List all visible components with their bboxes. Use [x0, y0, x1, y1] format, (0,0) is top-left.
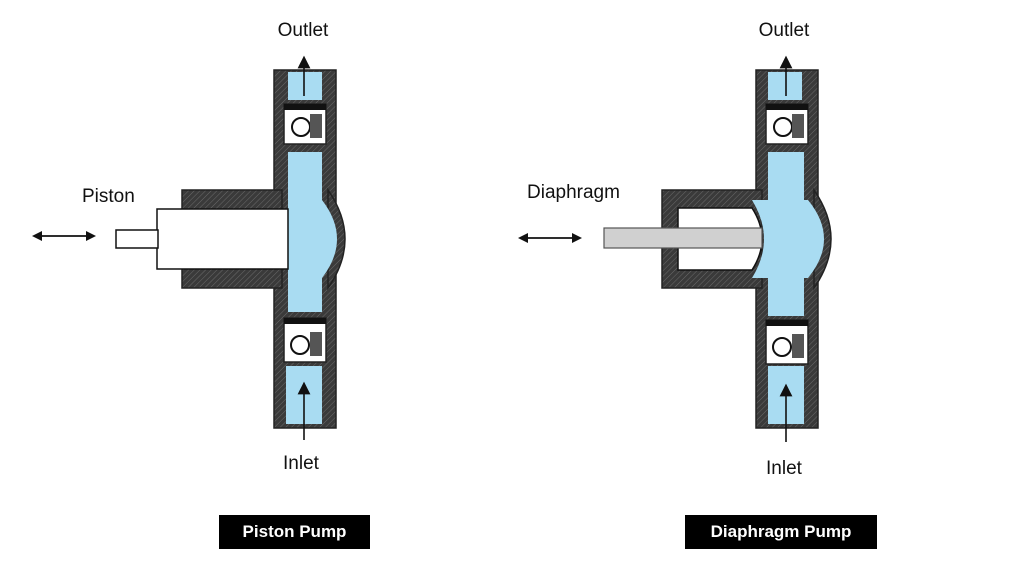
diaphragm-push-rod	[603, 227, 763, 249]
piston-pump-fluid	[286, 72, 337, 424]
piston-inlet-check-valve	[283, 317, 327, 363]
diaphragm-outlet-check-valve	[765, 103, 809, 145]
diaphragm-pump-fluid	[752, 72, 824, 424]
diaphragm-pump-diagram: Outlet	[518, 20, 832, 479]
double-arrow-icon	[32, 231, 96, 241]
piston-outlet-label: Outlet	[278, 20, 329, 41]
piston	[115, 208, 289, 270]
piston-inlet-label: Inlet	[283, 453, 320, 474]
piston-outlet-check-valve	[283, 103, 327, 145]
diaphragm-inlet-check-valve	[765, 319, 809, 365]
diaphragm-outlet-label: Outlet	[759, 20, 810, 41]
diaphragm-inlet-label: Inlet	[766, 458, 803, 479]
diaphragm-label: Diaphragm	[527, 182, 620, 203]
diaphragm-pump-caption: Diaphragm Pump	[685, 515, 877, 549]
piston-label: Piston	[82, 186, 135, 207]
piston-pump-caption: Piston Pump	[219, 515, 370, 549]
double-arrow-icon	[518, 233, 582, 243]
piston-pump-diagram: Outlet	[32, 20, 346, 474]
